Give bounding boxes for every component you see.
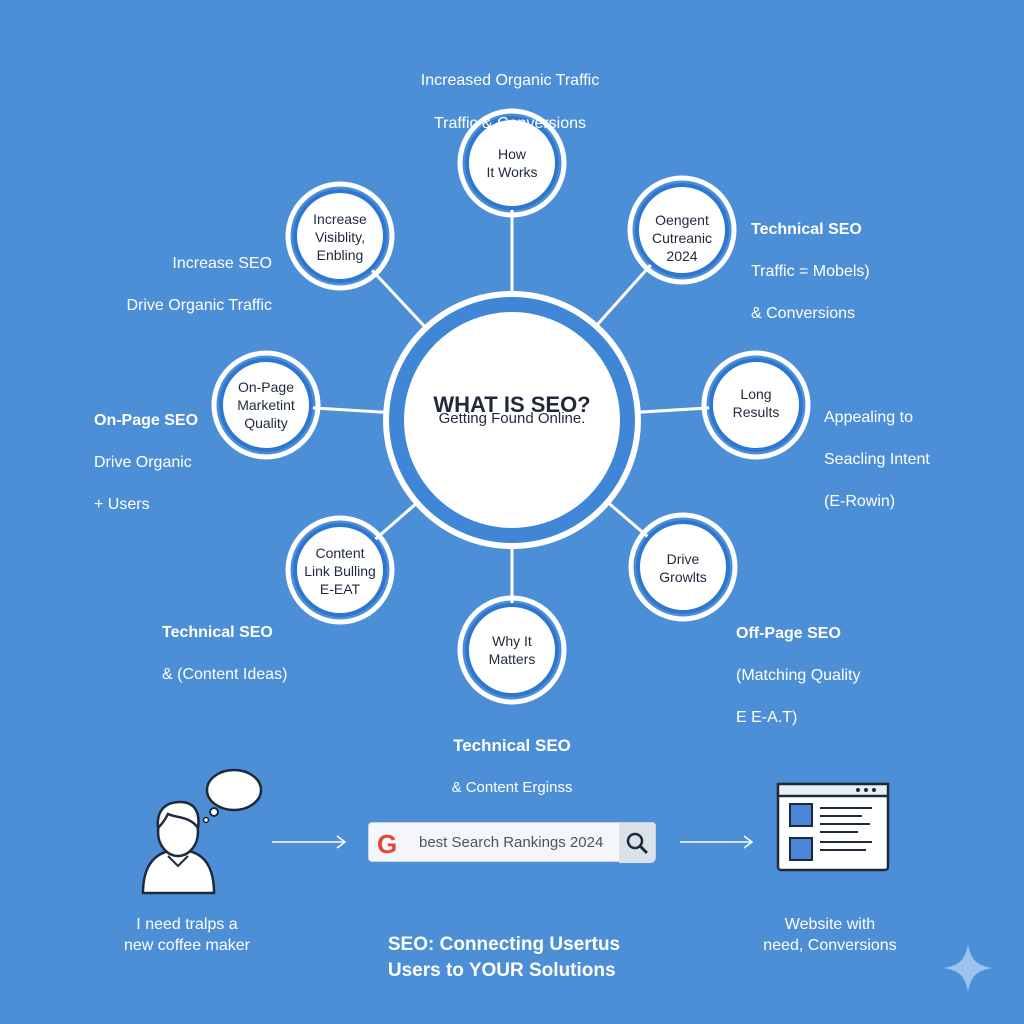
google-logo-icon: G	[377, 829, 398, 859]
node-top	[457, 108, 567, 218]
website-caption: Website with need, Conversions	[763, 916, 897, 954]
label-top-right-line3: & Conversions	[751, 305, 856, 322]
label-bottom-left-line2: & (Content Ideas)	[162, 666, 288, 683]
label-top-line2: Traffic & Conversions	[433, 115, 587, 132]
node-left	[211, 350, 321, 460]
label-top-right: Technical SEO Traffic = Mobels) & Conver…	[751, 198, 870, 345]
label-right-line2: Seacling Intent	[824, 451, 930, 468]
node-top-right	[627, 175, 737, 285]
label-top-left: Increase SEO Drive Organic Traffic	[110, 232, 272, 337]
label-bottom-right-line3: E E-A.T)	[736, 709, 798, 726]
user-icon	[141, 800, 216, 895]
center-title: WHAT IS SEO?	[433, 392, 591, 417]
node-top-left	[285, 181, 395, 291]
node-label-top-left: Increase Visiblity, Enbling	[313, 211, 367, 263]
label-left: On-Page SEO Drive Organic + Users	[94, 389, 198, 536]
label-left-head: On-Page SEO	[94, 412, 199, 429]
label-right-line3: (E-Rowin)	[824, 493, 896, 510]
label-bottom: Technical SEO & Content Erginss	[452, 714, 573, 819]
search-icon	[626, 832, 648, 854]
label-top-left-line2: Drive Organic Traffic	[126, 297, 272, 314]
node-label-top-right: Oengent Cutreanic 2024	[652, 212, 712, 264]
node-label-bottom-right: Drive Growlts	[659, 551, 707, 585]
arrow-user-to-search	[272, 835, 347, 849]
bottom-title: SEO: Connecting Usertus Users to YOUR So…	[387, 934, 621, 981]
label-bottom-line2: & Content Erginss	[451, 779, 573, 796]
node-label-top: How It Works	[486, 146, 538, 180]
search-bar[interactable]: G best Search Rankings 2024	[368, 822, 656, 863]
label-left-line3: + Users	[94, 496, 150, 513]
label-top-left-line1: Increase SEO	[172, 255, 272, 272]
label-bottom-right-head: Off-Page SEO	[736, 625, 841, 642]
label-bottom-left-head: Technical SEO	[162, 624, 273, 641]
label-bottom-left: Technical SEO & (Content Ideas)	[162, 601, 287, 706]
label-top: Increased Organic Traffic Traffic & Conv…	[421, 49, 599, 155]
label-top-right-line2: Traffic = Mobels)	[751, 263, 870, 280]
node-label-bottom: Why It Matters	[488, 633, 536, 667]
thought-bubble-icon	[202, 768, 263, 824]
label-right: Appealing to Seacling Intent (E-Rowin)	[824, 386, 930, 533]
node-bottom	[457, 595, 567, 705]
label-bottom-head: Technical SEO	[453, 736, 571, 755]
arrow-search-to-website	[680, 835, 754, 849]
node-right	[701, 350, 811, 460]
node-bottom-left	[285, 515, 395, 625]
label-top-line1: Increased Organic Traffic	[420, 72, 600, 89]
node-label-right: Long Results	[732, 386, 780, 420]
label-right-line1: Appealing to	[824, 409, 913, 426]
label-top-right-head: Technical SEO	[751, 221, 862, 238]
label-bottom-right-line2: (Matching Quality	[736, 667, 861, 684]
website-icon	[776, 782, 890, 872]
node-label-bottom-left: Content Link Bulling E-EAT	[304, 545, 376, 597]
center-subtitle: Getting Found Online.	[438, 410, 586, 427]
search-query-text: best Search Rankings 2024	[419, 834, 604, 851]
center-inner-circle	[404, 312, 620, 528]
node-label-left: On-Page Marketint Quality	[237, 379, 295, 431]
sparkle-icon	[944, 944, 992, 992]
label-bottom-right: Off-Page SEO (Matching Quality E E-A.T)	[736, 602, 861, 749]
search-button[interactable]	[619, 823, 655, 863]
user-caption: I need tralps a new coffee maker	[124, 916, 250, 954]
node-bottom-right	[628, 512, 738, 622]
label-left-line2: Drive Organic	[94, 454, 192, 471]
